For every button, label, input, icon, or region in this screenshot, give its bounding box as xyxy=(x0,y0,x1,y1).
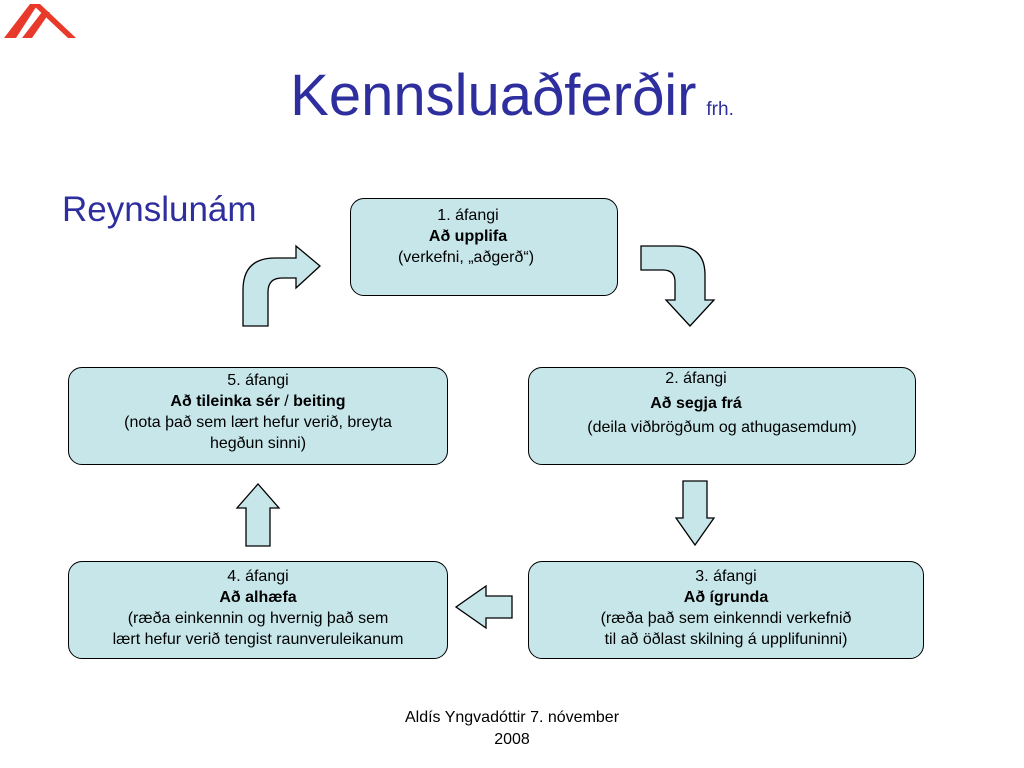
title-suffix: frh. xyxy=(706,99,734,120)
stage-5-number: 5. áfangi xyxy=(227,372,289,389)
stage-4-desc-line-2: lært hefur verið tengist raunveruleikanu… xyxy=(112,631,404,648)
stage-5-name-2: beiting xyxy=(293,393,346,410)
stage-1-desc: (verkefni, „aðgerð“) xyxy=(397,249,535,266)
stage-2-desc: (deila viðbrögðum og athugasemdum) xyxy=(587,419,857,436)
footer: Aldís Yngvadóttir 7. nóvember 2008 xyxy=(362,707,662,751)
footer-line-1: Aldís Yngvadóttir 7. nóvember xyxy=(404,709,620,726)
stage-5-desc-line-2: hegðun sinni) xyxy=(209,435,307,452)
stage-3-name: Að ígrunda xyxy=(683,589,769,606)
stage-4-number: 4. áfangi xyxy=(227,568,289,585)
curved-arrow-right-down-icon xyxy=(640,245,716,327)
stage-4-box: 4. áfangi Að alhæfa (ræða einkennin og h… xyxy=(68,561,448,659)
title-main: Kennsluaðferðir xyxy=(290,63,697,128)
subtitle: Reynslunám xyxy=(62,190,257,229)
stage-1-number: 1. áfangi xyxy=(437,207,499,224)
stage-1-box: 1. áfangi Að upplifa (verkefni, „aðgerð“… xyxy=(350,198,618,296)
arrow-up-icon xyxy=(235,483,281,547)
stage-2-number: 2. áfangi xyxy=(665,370,727,387)
stage-5-name: Að tileinka sér xyxy=(170,393,280,410)
arrow-down-icon xyxy=(674,480,716,547)
stage-4-name: Að alhæfa xyxy=(219,589,297,606)
stage-2-name: Að segja frá xyxy=(650,395,742,412)
stage-5-name-separator: / xyxy=(279,393,294,410)
arrow-left-icon xyxy=(454,584,513,630)
stage-1-name: Að upplifa xyxy=(428,228,508,245)
curved-arrow-up-right-icon xyxy=(242,244,321,327)
stage-3-number: 3. áfangi xyxy=(695,568,757,585)
stage-5-desc-line-1: (nota það sem lært hefur verið, breyta xyxy=(124,414,392,431)
stage-2-box: 2. áfangi Að segja frá (deila viðbrögðum… xyxy=(528,367,916,465)
stage-5-box: 5. áfangi Að tileinka sér / beiting (not… xyxy=(68,367,448,465)
stage-3-desc-line-1: (ræða það sem einkenndi verkefnið xyxy=(600,610,852,627)
logo-icon xyxy=(4,4,76,38)
stage-4-desc-line-1: (ræða einkennin og hvernig það sem xyxy=(127,610,389,627)
stage-3-box: 3. áfangi Að ígrunda (ræða það sem einke… xyxy=(528,561,924,659)
stage-5-name-line: Að tileinka sér / beiting xyxy=(69,391,447,412)
page-title: Kennsluaðferðir frh. xyxy=(0,58,1024,148)
stage-3-desc-line-2: til að öðlast skilning á upplifuninni) xyxy=(604,631,848,648)
footer-line-2: 2008 xyxy=(494,731,530,748)
